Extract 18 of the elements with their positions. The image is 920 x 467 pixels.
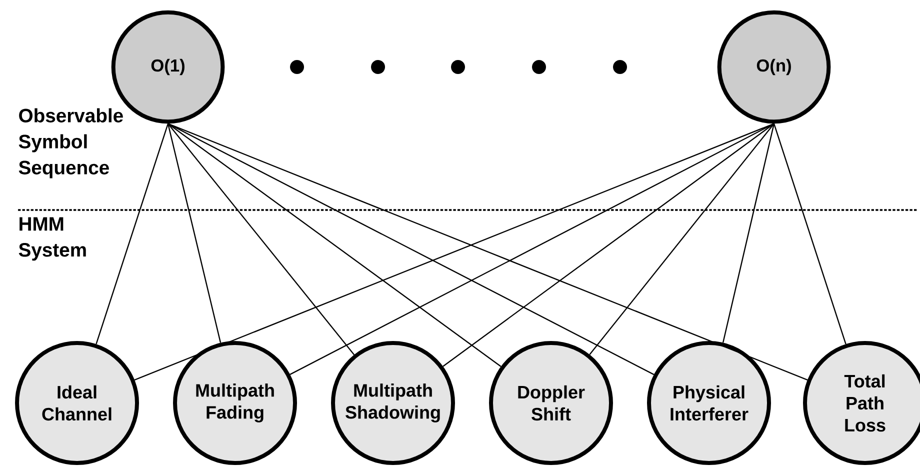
connector-line <box>589 123 774 355</box>
circle-node: Doppler Shift <box>489 341 613 465</box>
circle-node: O(n) <box>717 10 831 124</box>
connector-line <box>290 123 774 375</box>
connector-line <box>442 123 774 367</box>
connector-line <box>168 123 355 356</box>
section-label: HMM System <box>18 217 86 261</box>
connector-line <box>168 123 502 367</box>
connector-line <box>773 123 846 344</box>
circle-node: Total Path Loss <box>803 341 920 465</box>
circle-node: Ideal Channel <box>15 341 139 465</box>
circle-node: Multipath Fading <box>173 341 297 465</box>
connector-line <box>167 124 222 343</box>
connector-line <box>96 123 169 344</box>
circle-node: Physical Interferer <box>647 341 771 465</box>
connector-line <box>722 124 775 343</box>
connector-line <box>168 123 654 376</box>
circle-node: Multipath Shadowing <box>331 341 455 465</box>
